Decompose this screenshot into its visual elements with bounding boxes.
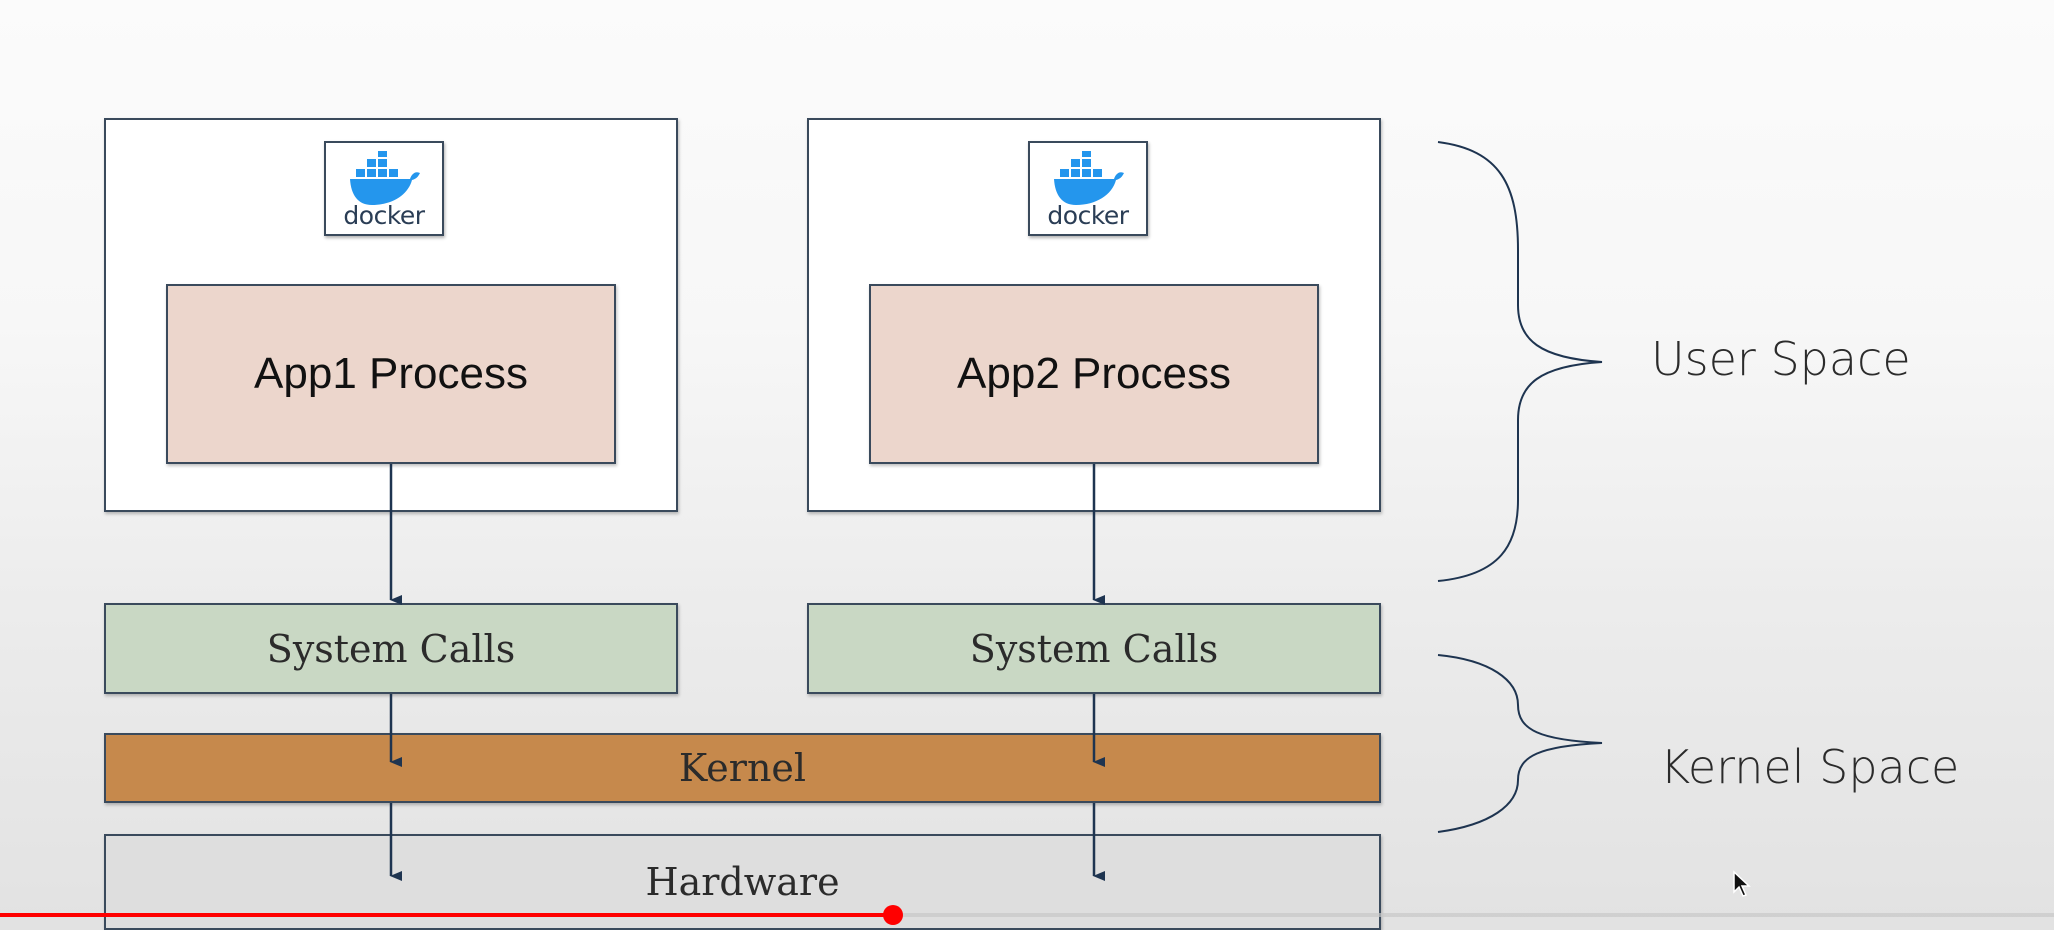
docker-logo-1: docker: [324, 141, 444, 236]
video-progress-played: [0, 913, 893, 917]
docker-logo-2: docker: [1028, 141, 1148, 236]
docker-whale-icon: [350, 151, 420, 205]
video-progress-track[interactable]: [0, 913, 2054, 917]
kernel-space-label: Kernel Space: [1660, 740, 1960, 794]
system-calls-right: System Calls: [807, 603, 1381, 694]
video-scrubber-handle[interactable]: [883, 905, 903, 925]
docker-whale-icon: [1054, 151, 1124, 205]
user-space-label: User Space: [1651, 332, 1911, 386]
app2-process-box: App2 Process: [869, 284, 1319, 464]
kernel-layer: Kernel: [104, 733, 1381, 803]
kernel-space-brace: [1437, 654, 1603, 833]
system-calls-left: System Calls: [104, 603, 678, 694]
app1-process-box: App1 Process: [166, 284, 616, 464]
mouse-cursor-icon: [1733, 870, 1751, 897]
user-space-brace: [1437, 141, 1603, 582]
docker-logo-text: docker: [343, 201, 425, 230]
docker-logo-text: docker: [1047, 201, 1129, 230]
